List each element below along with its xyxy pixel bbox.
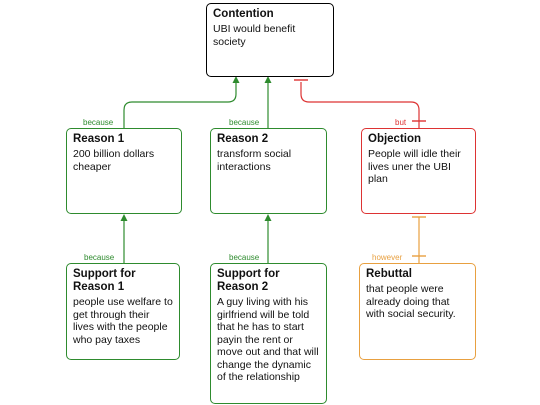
connector-reason1-contention: [123, 78, 237, 128]
arrowhead-support1-reason1: [120, 214, 128, 221]
rebuttal-title: Rebuttal: [366, 268, 412, 280]
reason1-box[interactable]: Reason 1 200 billion dollars cheaper: [66, 128, 182, 214]
support2-title: Support for Reason 2: [217, 268, 280, 293]
arrowhead-support2-reason2: [264, 214, 272, 221]
rebuttal-text: that people were already doing that with…: [366, 283, 456, 320]
reason2-box[interactable]: Reason 2 transform social interactions: [210, 128, 327, 214]
because-label-support2: because: [229, 253, 260, 262]
but-label-objection: but: [395, 118, 407, 127]
contention-title: Contention: [213, 8, 274, 20]
objection-box[interactable]: Objection People will idle their lives u…: [361, 128, 476, 214]
support1-text: people use welfare to get through their …: [73, 296, 173, 346]
reason1-text: 200 billion dollars cheaper: [73, 148, 155, 173]
because-label-reason2: because: [229, 118, 260, 127]
support1-box[interactable]: Support for Reason 1 people use welfare …: [66, 263, 180, 360]
contention-box[interactable]: Contention UBI would benefit society: [206, 3, 334, 77]
however-label-rebuttal: however: [372, 253, 403, 262]
connector-objection-contention: [300, 82, 420, 128]
arrowhead-reason2-contention: [264, 76, 272, 83]
objection-text: People will idle their lives uner the UB…: [368, 148, 461, 185]
support2-text: A guy living with his girlfriend will be…: [217, 296, 319, 383]
contention-text: UBI would benefit society: [213, 23, 296, 48]
arrowhead-reason1-contention: [232, 76, 240, 83]
reason2-title: Reason 2: [217, 133, 269, 145]
objection-title: Objection: [368, 133, 422, 145]
reason2-text: transform social interactions: [217, 148, 292, 173]
support2-box[interactable]: Support for Reason 2 A guy living with h…: [210, 263, 327, 404]
support1-title: Support for Reason 1: [73, 268, 136, 293]
reason1-title: Reason 1: [73, 133, 125, 145]
rebuttal-box[interactable]: Rebuttal that people were already doing …: [359, 263, 476, 360]
because-label-support1: because: [84, 253, 115, 262]
because-label-reason1: because: [83, 118, 114, 127]
